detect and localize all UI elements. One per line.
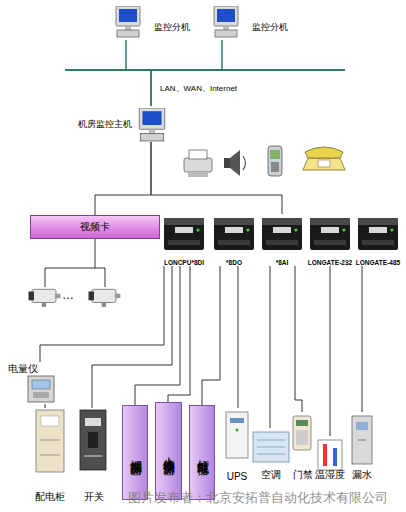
water-leak-sensor: 漏水 [346,412,378,482]
connector-line [45,404,46,408]
node-text: 烟感探测器 [127,450,144,455]
air-conditioner-icon [253,432,289,462]
camera-icon [29,289,61,307]
connector-line [238,266,239,408]
connector-line [151,40,222,106]
sensor-bar: 人体移动探测器 [155,402,182,500]
cabinet-icon [36,410,64,472]
io-module: *8AI [258,214,306,266]
connector-line [168,266,190,402]
power-meter: 电量仪 [8,362,58,404]
access-control-icon [293,416,311,450]
node-text: 监控分机 [154,21,190,34]
camera-wiring [45,239,105,287]
workstation: 监控分机 [208,4,288,40]
printer-icon [184,150,212,177]
computer-icon [214,6,238,37]
module-icon [310,218,350,250]
camera-icon [89,289,121,307]
io-module: *8DO [210,214,258,266]
video-card-box: 视频卡 [30,215,160,239]
node-text: 机房监控主机 [78,118,132,131]
io-module: LONGATE-485 [354,214,402,266]
node-text: 开关 [84,490,104,504]
connector-line [362,266,363,412]
distribution-cabinet: 配电柜 [30,408,70,504]
node-text: 视频卡 [80,220,110,234]
ups-device: UPS [220,408,254,482]
node-text: UPS [227,471,248,482]
network-label: LAN、WAN、Internet [160,83,237,94]
connector-line [95,142,151,215]
switch-device: 开关 [74,408,114,504]
water-leak-sensor-icon [352,416,372,464]
module-icon [164,218,204,250]
computer-icon [139,108,165,141]
ellipsis-label: … [62,288,74,302]
module-icon [214,218,254,250]
node-text: LONGATE-485 [356,259,400,266]
node-text: 灯控继电器 [194,450,211,455]
node-text: 门禁 [293,468,313,482]
network-bus [65,69,345,71]
sensor-bar: 烟感探测器 [122,405,148,500]
module-icon [262,218,302,250]
mobile-phone-icon [268,146,282,176]
connector-line [295,266,302,412]
connector-line [330,266,331,436]
node-text: *8AI [276,259,289,266]
io-module: LONGATE-232 [306,214,354,266]
ups-icon [226,412,248,458]
thermo-hygrometer: 温湿度 [312,436,348,482]
io-module: LONCPU*8DI [160,214,208,266]
speaker-icon [224,150,246,176]
connector-line [92,266,172,408]
access-control: 门禁 [290,412,316,482]
power-meter-icon [28,376,54,402]
switch-icon [80,410,106,470]
telephone-icon [303,147,345,170]
connector-line [151,142,282,214]
node-text: 电量仪 [8,362,38,376]
connector-line [135,266,180,405]
connector-line [270,266,271,428]
node-text: LONCPU*8DI [164,259,204,266]
node-text: 监控分机 [252,21,288,34]
node-text: 人体移动探测器 [160,448,177,455]
connector-line [40,266,164,362]
sensor-bar: 灯控继电器 [189,405,215,500]
computer-icon [116,6,140,37]
workstation: 监控分机 [110,4,190,40]
node-text: 配电柜 [35,490,65,504]
node-text: 漏水 [352,468,372,482]
module-icon [358,218,398,250]
node-text: *8DO [226,259,242,266]
node-text: 温湿度 [315,468,345,482]
air-conditioner: 空调 [250,428,292,482]
node-text: LONGATE-232 [308,259,352,266]
node-text: 空调 [261,468,281,482]
connector-line [126,40,151,106]
thermo-hygrometer-icon [318,440,342,470]
host-computer: 机房监控主机 [78,106,168,142]
connector-line [202,266,220,405]
